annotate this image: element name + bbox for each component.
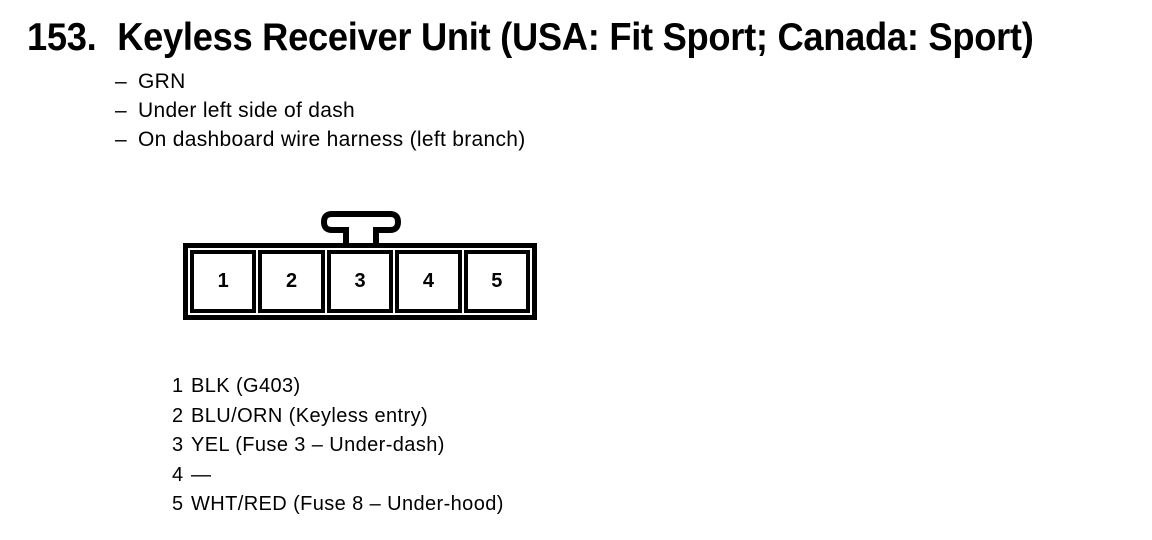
pin-cell-number: 5: [491, 270, 503, 292]
page-title: Keyless Receiver Unit (USA: Fit Sport; C…: [117, 16, 1034, 59]
connector-pin-cell-2: 2: [258, 250, 325, 313]
pinout-row: 5 WHT/RED (Fuse 8 – Under-hood): [172, 490, 504, 520]
pinout-pin-number: 4: [172, 463, 184, 486]
pinout-pin-number: 3: [172, 434, 184, 456]
connector-pin-cell-1: 1: [190, 250, 257, 313]
pin-cell-number: 3: [354, 270, 366, 292]
detail-item-color: – GRN: [115, 67, 526, 96]
pinout-list: 1 BLK (G403) 2 BLU/ORN (Keyless entry) 3…: [172, 372, 504, 520]
pin-cell-number: 4: [422, 270, 434, 292]
detail-text: On dashboard wire harness (left branch): [138, 128, 526, 151]
section-number: 153.: [27, 16, 97, 59]
detail-item-location: – Under left side of dash: [115, 96, 526, 125]
pin-cell-number: 1: [217, 270, 229, 292]
pinout-pin-number: 5: [172, 493, 184, 515]
pin-cell-number: 2: [286, 270, 298, 292]
connector-diagram: 1 2 3 4 5: [183, 208, 537, 320]
dash-marker: –: [115, 128, 127, 151]
pinout-pin-number: 1: [172, 375, 184, 397]
detail-text: GRN: [138, 70, 186, 93]
section-heading: 153. Keyless Receiver Unit (USA: Fit Spo…: [27, 16, 1034, 60]
pinout-row: 4 —: [172, 461, 504, 491]
connector-pin-cell-3: 3: [326, 250, 394, 313]
pinout-wire-desc: BLK (G403): [191, 375, 301, 397]
pinout-wire-desc: BLU/ORN (Keyless entry): [191, 404, 429, 427]
pinout-row: 1 BLK (G403): [172, 372, 504, 402]
pinout-wire-desc: YEL (Fuse 3 – Under-dash): [191, 434, 445, 456]
connector-body: 1 2 3 4 5: [183, 243, 537, 320]
dash-marker: –: [115, 70, 127, 93]
connector-pin-cell-4: 4: [395, 250, 462, 313]
pinout-wire-desc: —: [191, 463, 212, 486]
connector-latch-icon: [320, 211, 402, 248]
dash-marker: –: [115, 99, 127, 122]
pinout-row: 3 YEL (Fuse 3 – Under-dash): [172, 431, 504, 461]
connector-pin-cell-5: 5: [463, 250, 531, 313]
pinout-wire-desc: WHT/RED (Fuse 8 – Under-hood): [191, 493, 504, 515]
pinout-row: 2 BLU/ORN (Keyless entry): [172, 402, 504, 432]
location-details: – GRN – Under left side of dash – On das…: [115, 67, 526, 154]
detail-text: Under left side of dash: [138, 99, 356, 122]
detail-item-harness: – On dashboard wire harness (left branch…: [115, 125, 526, 154]
pinout-pin-number: 2: [172, 404, 184, 427]
